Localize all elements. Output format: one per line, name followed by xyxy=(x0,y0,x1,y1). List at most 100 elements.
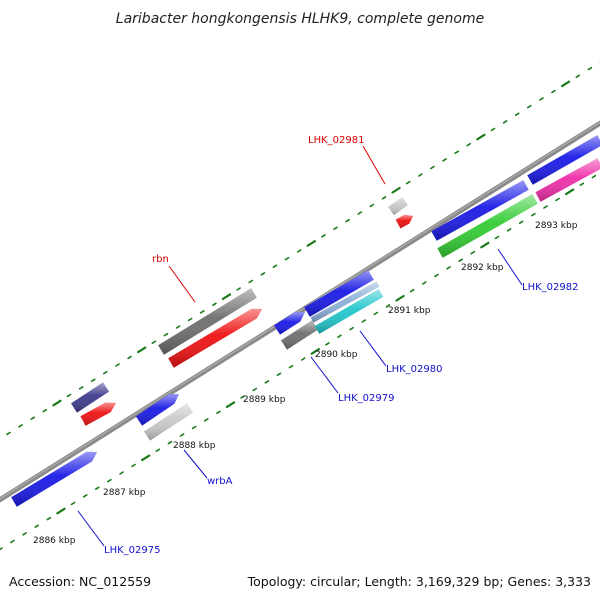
minor-tick xyxy=(502,120,508,124)
label-lhk-02975[interactable]: LHK_02975 xyxy=(104,545,160,556)
minor-tick xyxy=(82,494,88,498)
accession-text: Accession: NC_012559 xyxy=(9,574,151,589)
minor-tick xyxy=(203,418,209,422)
gene-blue-02979-upper[interactable] xyxy=(274,312,305,335)
minor-tick xyxy=(454,150,460,154)
gene-navy-upper[interactable] xyxy=(71,382,109,413)
label-lhk-02979[interactable]: LHK_02979 xyxy=(338,393,394,404)
gene-red-rbn[interactable] xyxy=(168,308,262,368)
minor-tick xyxy=(434,273,439,278)
tick-label-2891: 2891 kbp xyxy=(388,306,431,316)
gene-blue-02980[interactable] xyxy=(304,270,374,317)
genome-stats-text: Topology: circular; Length: 3,169,329 bp… xyxy=(247,574,591,589)
minor-tick xyxy=(78,386,84,390)
major-tick xyxy=(306,240,316,247)
major-tick xyxy=(221,293,232,300)
map-title: Laribacter hongkongensis HLHK9, complete… xyxy=(116,11,484,27)
gene-features xyxy=(11,135,600,507)
minor-tick xyxy=(252,387,258,392)
gene-magenta-right[interactable] xyxy=(535,158,600,202)
minor-tick xyxy=(349,326,355,331)
minor-tick xyxy=(151,340,157,345)
gene-cyan-02980[interactable] xyxy=(314,289,384,334)
minor-tick xyxy=(179,433,185,437)
gene-gray-02979[interactable] xyxy=(281,320,318,350)
minor-tick xyxy=(272,264,278,269)
minor-tick xyxy=(539,97,544,101)
label-lhk-02981[interactable]: LHK_02981 xyxy=(308,135,364,146)
minor-tick xyxy=(417,173,423,177)
major-tick xyxy=(476,133,486,141)
major-tick xyxy=(56,507,66,515)
major-tick xyxy=(480,241,490,249)
minor-tick xyxy=(530,212,536,217)
minor-tick xyxy=(518,220,524,224)
minor-tick xyxy=(212,302,217,307)
minor-tick xyxy=(191,425,197,430)
gene-red-02981[interactable] xyxy=(395,214,413,229)
major-tick xyxy=(564,188,575,196)
minor-tick xyxy=(70,501,76,506)
gene-cyan-02980-highlight xyxy=(314,289,384,334)
tick-label-2886: 2886 kbp xyxy=(33,536,76,546)
minor-tick xyxy=(22,532,27,536)
gene-green-02982[interactable] xyxy=(437,194,538,258)
gene-navy-upper-highlight xyxy=(71,382,109,413)
minor-tick xyxy=(325,342,330,346)
minor-tick xyxy=(321,234,326,238)
minor-tick xyxy=(94,486,100,491)
gene-blue-02982-highlight xyxy=(431,180,529,241)
minor-tick xyxy=(90,378,96,383)
minor-tick xyxy=(167,440,173,445)
label-lhk-02982[interactable]: LHK_02982 xyxy=(522,282,578,293)
tick-label-2892: 2892 kbp xyxy=(461,263,504,273)
gene-blue-right-highlight xyxy=(527,135,600,185)
minor-tick xyxy=(373,311,379,316)
minor-tick xyxy=(555,197,560,202)
major-tick xyxy=(560,80,571,88)
gene-light-02981[interactable] xyxy=(388,196,408,216)
minor-tick xyxy=(381,196,387,200)
genome-backbone xyxy=(0,120,600,503)
gene-blue-02982[interactable] xyxy=(431,180,529,241)
gene-blue-right[interactable] xyxy=(527,135,600,185)
label-rbn[interactable]: rbn xyxy=(152,254,169,265)
gene-red-upper[interactable] xyxy=(80,402,116,426)
minor-tick xyxy=(66,393,72,398)
minor-tick xyxy=(115,363,120,367)
minor-tick xyxy=(107,478,112,483)
minor-tick xyxy=(385,304,391,308)
minor-tick xyxy=(446,266,451,270)
major-tick xyxy=(225,401,236,408)
minor-tick xyxy=(119,471,124,475)
minor-tick xyxy=(240,395,245,399)
leader-line-rbn xyxy=(168,265,196,303)
minor-tick xyxy=(216,410,221,415)
major-tick xyxy=(391,186,401,194)
gene-steel-02980-highlight xyxy=(310,281,380,323)
label-wrba[interactable]: wrbA xyxy=(207,476,233,487)
gene-blue-02975[interactable] xyxy=(11,451,98,507)
leader-line-lhk-02981 xyxy=(362,145,386,185)
minor-tick xyxy=(300,357,306,361)
gene-blue-wrbA-upper[interactable] xyxy=(135,394,179,426)
minor-tick xyxy=(10,539,15,544)
leader-line-lhk-02975 xyxy=(77,510,105,547)
gene-light-wrbA[interactable] xyxy=(144,403,193,441)
minor-tick xyxy=(333,226,338,230)
tick-rails xyxy=(0,61,600,551)
lower-tick-rail xyxy=(0,174,597,551)
gene-magenta-right-highlight xyxy=(535,158,600,202)
minor-tick xyxy=(409,288,415,293)
leader-line-lhk-02982 xyxy=(497,248,523,286)
gene-green-02982-highlight xyxy=(437,194,538,258)
gene-steel-02980[interactable] xyxy=(310,281,380,323)
gene-blue-02979-upper-highlight xyxy=(274,312,305,335)
gene-blue-02980-highlight xyxy=(304,270,374,317)
minor-tick xyxy=(458,258,464,263)
minor-tick xyxy=(526,104,532,109)
gene-gray-rbn[interactable] xyxy=(158,288,257,355)
major-tick xyxy=(52,399,62,407)
label-lhk-02980[interactable]: LHK_02980 xyxy=(386,364,442,375)
